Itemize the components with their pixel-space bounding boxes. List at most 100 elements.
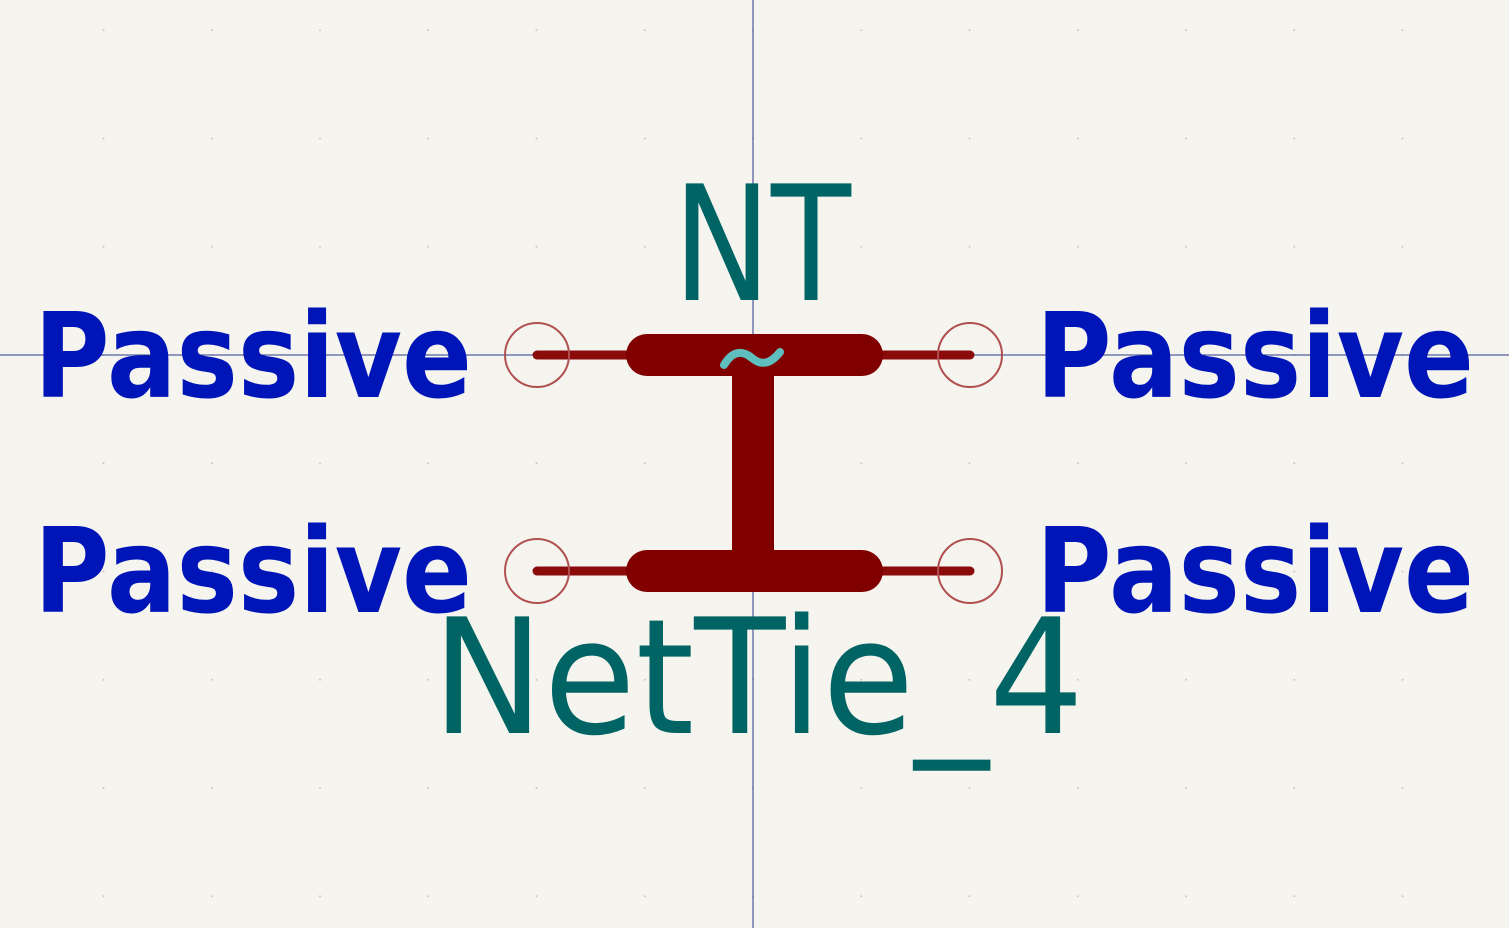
grid-dot bbox=[1401, 29, 1404, 32]
grid-dot bbox=[427, 462, 430, 465]
grid-dot bbox=[968, 895, 971, 898]
grid-dot bbox=[968, 462, 971, 465]
grid-dot bbox=[968, 137, 971, 140]
grid-dot bbox=[1401, 570, 1404, 573]
grid-dot bbox=[210, 895, 213, 898]
grid-dot bbox=[643, 895, 646, 898]
grid-dot bbox=[1185, 678, 1187, 681]
grid-dot bbox=[319, 245, 321, 248]
grid-dot bbox=[210, 137, 213, 140]
grid-dot bbox=[1076, 137, 1079, 140]
grid-dot bbox=[860, 29, 863, 32]
grid-dot bbox=[210, 462, 213, 465]
grid-dot bbox=[643, 245, 646, 248]
grid-dot bbox=[1401, 137, 1404, 140]
pin-endpoint-top-right[interactable] bbox=[937, 322, 1003, 388]
grid-dot bbox=[535, 678, 538, 681]
grid-dot bbox=[643, 462, 646, 465]
grid-dot bbox=[1076, 245, 1079, 248]
pin-type-top-left: Passive bbox=[34, 287, 472, 425]
grid-dot bbox=[1293, 462, 1296, 465]
grid-dot bbox=[643, 678, 646, 681]
grid-dot bbox=[1401, 678, 1404, 681]
grid-dot bbox=[535, 245, 538, 248]
grid-dot bbox=[102, 462, 105, 465]
grid-dot bbox=[1293, 678, 1296, 681]
grid-dot bbox=[1185, 29, 1187, 32]
grid-dot bbox=[860, 245, 863, 248]
grid-dot bbox=[1076, 29, 1079, 32]
grid-dot bbox=[1293, 570, 1296, 573]
grid-dot bbox=[1185, 570, 1187, 573]
grid-dot bbox=[1293, 787, 1296, 789]
grid-dot bbox=[319, 462, 321, 465]
grid-dot bbox=[1185, 462, 1187, 465]
grid-dot bbox=[535, 29, 538, 32]
grid-dot bbox=[427, 570, 430, 573]
pin-endpoints bbox=[504, 322, 1003, 604]
grid-dot bbox=[210, 570, 213, 573]
grid-dot bbox=[1401, 895, 1404, 898]
grid-dot bbox=[319, 895, 321, 898]
pin-type-bottom-right: Passive bbox=[1036, 502, 1474, 640]
grid-dot bbox=[1293, 245, 1296, 248]
grid-dot bbox=[427, 137, 430, 140]
pin-endpoint-bottom-left[interactable] bbox=[504, 538, 570, 604]
grid-dot bbox=[643, 29, 646, 32]
pin-lines bbox=[532, 350, 975, 576]
grid-dot bbox=[427, 245, 430, 248]
grid-dot bbox=[1401, 787, 1404, 789]
grid-dot bbox=[860, 137, 863, 140]
grid-dot bbox=[1401, 245, 1404, 248]
grid-dot bbox=[102, 245, 105, 248]
grid-dot bbox=[102, 137, 105, 140]
grid-dot bbox=[968, 678, 971, 681]
grid-dots bbox=[102, 29, 1404, 898]
grid-dot bbox=[968, 787, 971, 789]
grid-dot bbox=[427, 787, 430, 789]
grid-dot bbox=[1185, 895, 1187, 898]
grid-dot bbox=[1076, 678, 1079, 681]
pin-endpoint-top-left[interactable] bbox=[504, 322, 570, 388]
grid-dot bbox=[1185, 245, 1187, 248]
pin-type-bottom-left: Passive bbox=[34, 502, 472, 640]
grid-dot bbox=[1076, 895, 1079, 898]
grid-dot bbox=[319, 570, 321, 573]
pin-endpoint-bottom-right[interactable] bbox=[937, 538, 1003, 604]
grid-dot bbox=[535, 462, 538, 465]
grid-dot bbox=[860, 678, 863, 681]
pin-type-top-right: Passive bbox=[1036, 287, 1474, 425]
grid-dot bbox=[860, 787, 863, 789]
grid-dot bbox=[968, 245, 971, 248]
grid-dot bbox=[102, 570, 105, 573]
grid-dot bbox=[210, 787, 213, 789]
grid-dot bbox=[1185, 137, 1187, 140]
grid-dot bbox=[102, 787, 105, 789]
grid-dot bbox=[535, 895, 538, 898]
grid-dot bbox=[1076, 787, 1079, 789]
grid-dot bbox=[319, 29, 321, 32]
symbol-value[interactable]: NetTie_4 bbox=[432, 584, 1084, 771]
grid-dot bbox=[102, 678, 105, 681]
grid-dot bbox=[968, 29, 971, 32]
nettie-tilde-icon bbox=[720, 348, 784, 369]
grid-dot bbox=[210, 678, 213, 681]
grid-dot bbox=[1293, 137, 1296, 140]
grid-dot bbox=[535, 137, 538, 140]
grid-dot bbox=[319, 678, 321, 681]
grid-dot bbox=[643, 137, 646, 140]
grid-dot bbox=[102, 29, 105, 32]
grid-dot bbox=[210, 245, 213, 248]
grid-dot bbox=[1401, 462, 1404, 465]
pin-type-labels: Passive Passive Passive Passive bbox=[34, 287, 1474, 640]
grid-dot bbox=[643, 787, 646, 789]
reference-designator[interactable]: NT bbox=[673, 151, 852, 338]
grid-dot bbox=[427, 678, 430, 681]
grid-dot bbox=[1293, 895, 1296, 898]
grid-dot bbox=[1076, 462, 1079, 465]
grid-dot bbox=[102, 895, 105, 898]
grid-dot bbox=[535, 787, 538, 789]
grid-dot bbox=[1185, 787, 1187, 789]
grid-dot bbox=[1293, 29, 1296, 32]
